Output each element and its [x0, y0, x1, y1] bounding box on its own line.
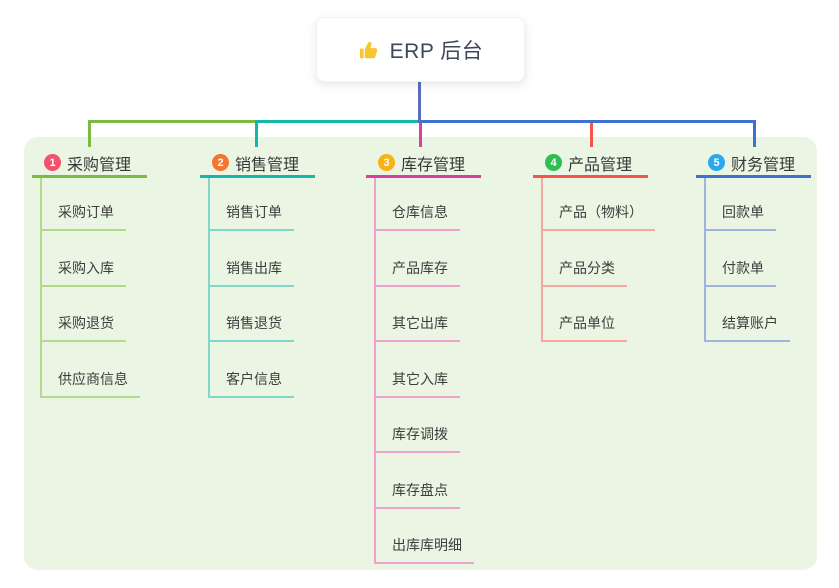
branch-index-badge: 5	[708, 154, 725, 171]
branches-panel	[24, 137, 817, 570]
child-node[interactable]: 销售退货	[208, 313, 294, 342]
branch-index-badge: 3	[378, 154, 395, 171]
branch-header-5[interactable]: 5 财务管理	[696, 150, 811, 178]
drop-line-branch-2	[255, 120, 258, 147]
drop-line-branch-5	[753, 120, 756, 147]
child-node[interactable]: 库存盘点	[374, 480, 460, 509]
branch-label: 采购管理	[67, 156, 132, 174]
child-node[interactable]: 销售订单	[208, 202, 294, 231]
branch-header-3[interactable]: 3 库存管理	[366, 150, 481, 178]
child-node[interactable]: 供应商信息	[40, 369, 140, 398]
child-node[interactable]: 回款单	[704, 202, 776, 231]
branch-header-1[interactable]: 1 采购管理	[32, 150, 147, 178]
root-vertical-line	[418, 82, 421, 123]
child-node[interactable]: 产品（物料）	[541, 202, 655, 231]
child-node[interactable]: 客户信息	[208, 369, 294, 398]
child-node[interactable]: 采购入库	[40, 258, 126, 287]
child-node[interactable]: 仓库信息	[374, 202, 460, 231]
child-node[interactable]: 付款单	[704, 258, 776, 287]
root-node-label: ERP 后台	[389, 39, 484, 63]
child-node[interactable]: 产品分类	[541, 258, 627, 287]
drop-line-branch-3	[419, 123, 422, 147]
branch-label: 库存管理	[401, 156, 466, 174]
branch-label: 销售管理	[235, 156, 300, 174]
child-node[interactable]: 产品库存	[374, 258, 460, 287]
child-node[interactable]: 采购退货	[40, 313, 126, 342]
child-node[interactable]: 出库库明细	[374, 535, 474, 564]
branch-label: 财务管理	[731, 156, 796, 174]
branch-children-connector-line	[541, 178, 543, 342]
branch-children-connector-line	[40, 178, 42, 398]
root-node[interactable]: ERP 后台	[316, 17, 525, 82]
branch-index-badge: 1	[44, 154, 61, 171]
branch-children-connector-line	[374, 178, 376, 564]
child-node[interactable]: 其它出库	[374, 313, 460, 342]
child-node[interactable]: 结算账户	[704, 313, 790, 342]
thumbs-up-icon	[358, 39, 380, 61]
branch-header-2[interactable]: 2 销售管理	[200, 150, 315, 178]
branch-index-badge: 4	[545, 154, 562, 171]
branch-children-connector-line	[208, 178, 210, 398]
branch-label: 产品管理	[568, 156, 633, 174]
branch-children-connector-line	[704, 178, 706, 342]
child-node[interactable]: 库存调拨	[374, 424, 460, 453]
child-node[interactable]: 销售出库	[208, 258, 294, 287]
trunk-line-branch-2	[255, 120, 422, 123]
child-node[interactable]: 采购订单	[40, 202, 126, 231]
branch-index-badge: 2	[212, 154, 229, 171]
trunk-line-branch-5	[419, 120, 756, 123]
drop-line-branch-1	[88, 120, 91, 147]
child-node[interactable]: 其它入库	[374, 369, 460, 398]
branch-header-4[interactable]: 4 产品管理	[533, 150, 648, 178]
child-node[interactable]: 产品单位	[541, 313, 627, 342]
drop-line-branch-4	[590, 120, 593, 147]
